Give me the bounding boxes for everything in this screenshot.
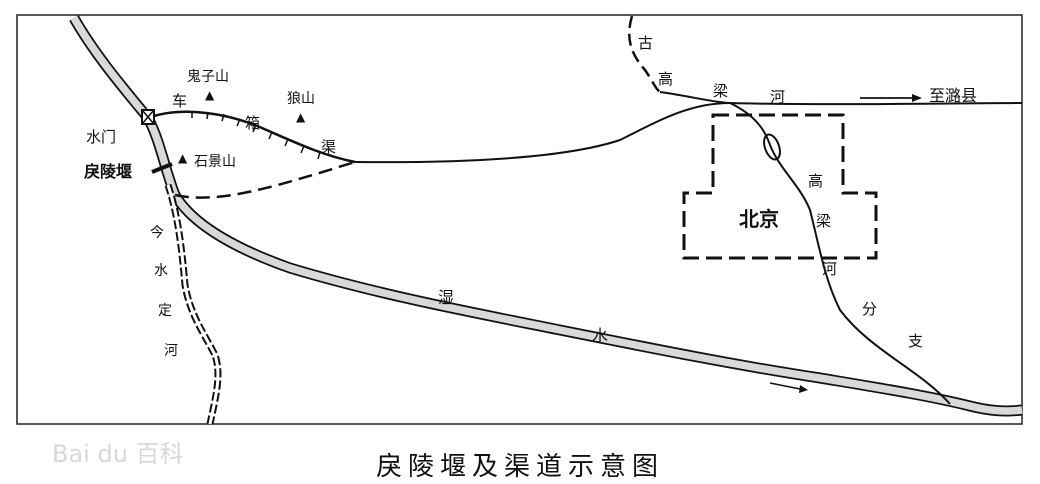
map-caption: 戾陵堰及渠道示意图 bbox=[375, 452, 664, 482]
peak-guizishan: ▲ bbox=[205, 88, 215, 102]
gaoliang-river bbox=[659, 91, 1023, 106]
label-gu: 古 bbox=[638, 34, 654, 52]
label-beijing: 北京 bbox=[739, 207, 779, 231]
label-branch-fen: 分 bbox=[862, 300, 878, 318]
label-guizishan: 鬼子山 bbox=[187, 69, 229, 85]
luxian-arrowhead bbox=[912, 94, 922, 102]
beijing-outline bbox=[682, 113, 878, 260]
map-frame bbox=[16, 14, 1023, 425]
label-yongding-ding: 定 bbox=[158, 303, 172, 319]
label-yongding-he: 河 bbox=[164, 343, 178, 359]
label-xiang: 箱 bbox=[245, 114, 261, 132]
peak-shijingshan: ▲ bbox=[178, 151, 188, 165]
label-gaoliang-he: 河 bbox=[770, 88, 786, 106]
label-branch-he: 河 bbox=[822, 260, 838, 278]
label-lilingyan: 戾陵堰 bbox=[84, 162, 133, 181]
label-che: 车 bbox=[172, 92, 188, 110]
label-branch-gao: 高 bbox=[808, 172, 824, 190]
label-shijingshan: 石景山 bbox=[194, 154, 236, 170]
label-shuimen: 水门 bbox=[86, 128, 117, 146]
weir-marker bbox=[151, 162, 173, 174]
label-branch-liang: 梁 bbox=[816, 212, 832, 230]
chexiangqu-canal bbox=[147, 110, 356, 164]
label-qu: 渠 bbox=[321, 138, 337, 156]
shishui-flow-arrow bbox=[769, 382, 801, 390]
peak-langshan: ▲ bbox=[296, 110, 306, 124]
label-gaoliang-gao: 高 bbox=[658, 70, 674, 88]
dashed-canal bbox=[174, 160, 356, 199]
label-zhiluxian: 至潞县 bbox=[929, 86, 978, 105]
branch-loop bbox=[763, 133, 781, 161]
gaoliang-branch bbox=[729, 102, 951, 405]
canal-east bbox=[354, 102, 731, 164]
label-branch-zhi: 支 bbox=[908, 332, 924, 350]
label-yongding-jin: 今 bbox=[150, 225, 164, 241]
label-shishui-shui: 水 bbox=[592, 326, 609, 345]
label-gaoliang-liang: 梁 bbox=[713, 82, 729, 100]
ancient-gaoliang-river bbox=[628, 15, 661, 93]
label-shishui-shi: 湿 bbox=[438, 288, 455, 307]
watermark: Bai du 百科 bbox=[52, 440, 184, 468]
label-langshan: 狼山 bbox=[287, 91, 315, 107]
label-yongding-yong: 水 bbox=[154, 263, 168, 279]
canal-hatches bbox=[191, 111, 321, 160]
